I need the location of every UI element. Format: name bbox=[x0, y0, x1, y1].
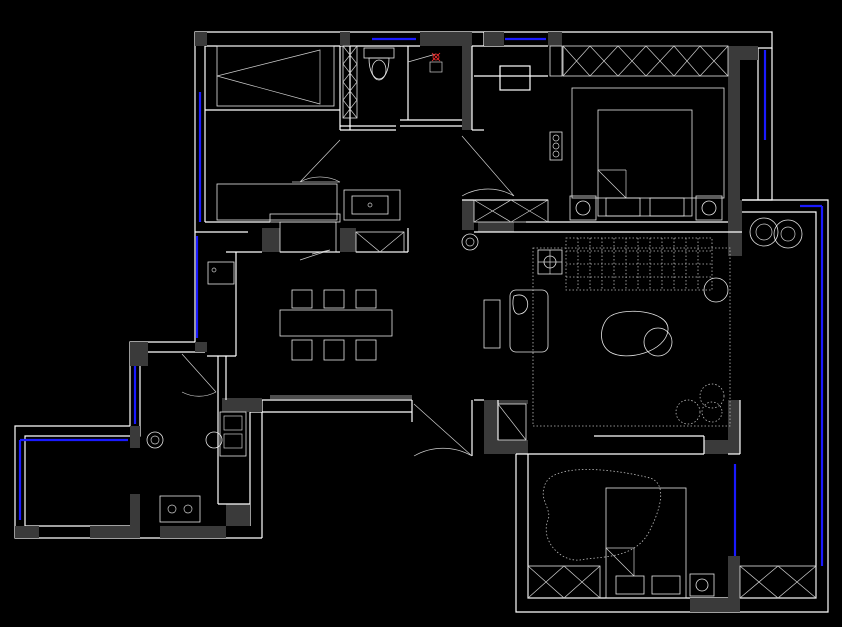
second-bed bbox=[542, 469, 715, 599]
doors bbox=[181, 53, 515, 457]
kitchen-fixtures bbox=[159, 261, 247, 523]
interior-walls bbox=[205, 46, 742, 505]
master-bed bbox=[549, 87, 725, 221]
windows bbox=[18, 37, 824, 566]
bathroom-fixtures bbox=[343, 47, 443, 221]
plants bbox=[146, 217, 803, 449]
living-room bbox=[483, 237, 731, 427]
wall-columns bbox=[15, 32, 758, 612]
wardrobes bbox=[216, 45, 817, 599]
dining-table bbox=[279, 289, 393, 361]
